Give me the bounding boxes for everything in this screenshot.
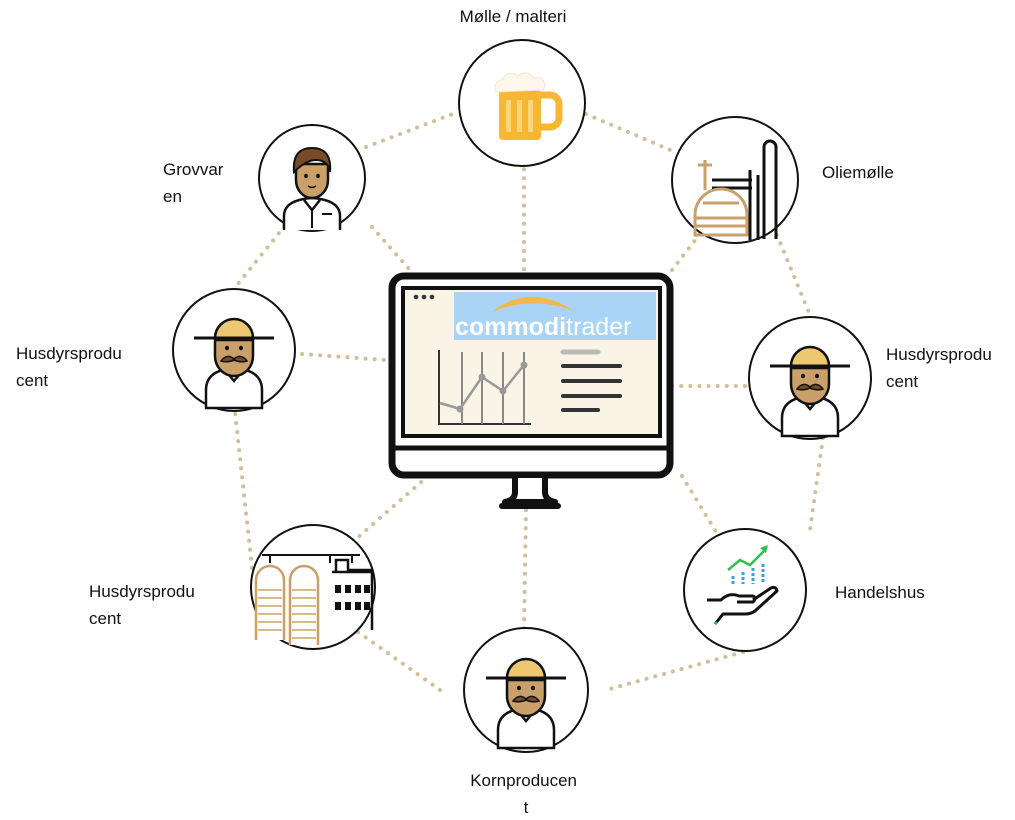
node-top-left-label: Grovvar en [163,160,228,206]
farmer-icon [194,317,274,410]
desktop-monitor-icon: commoditrader [388,272,674,509]
node-bottom-label-text: Kornproducen [470,771,577,790]
brand-name-part2: trader [566,313,631,341]
node-top [458,39,586,167]
node-bottom-left-label: Husdyrsprodu cent [89,582,200,628]
node-bottom-label-text-line-2: t [524,798,529,817]
farmer-icon [770,345,850,438]
node-bottom-left-label-text-line-2: cent [89,609,121,628]
node-top-left-label-text: Grovvar [163,160,224,179]
mini-text-lines [560,349,622,412]
node-bottom-right [683,528,807,652]
node-bottom-label: Kornproducen t [470,771,582,817]
mini-line-chart [438,350,531,425]
businessman-icon [282,146,342,230]
node-bottom-left [250,524,376,650]
brand-arc [492,296,574,312]
node-top-left [258,124,366,232]
node-bottom-right-label: Handelshus [835,583,925,602]
brand-banner [454,292,656,340]
farmer-icon [486,657,566,750]
oil-refinery-icon [693,139,778,240]
brand-name-part1: commodi [455,313,566,341]
hand-growth-chart-icon [707,545,779,625]
node-right-label-text-line-2: cent [886,372,918,391]
grain-silo-icon [254,554,374,645]
connection-lines [231,110,825,692]
node-top-right-label: Oliemølle [822,163,894,182]
node-bottom-left-label-text: Husdyrsprodu [89,582,195,601]
beer-mug-icon [494,72,563,140]
node-right-label-text: Husdyrsprodu [886,345,992,364]
node-left [172,288,296,412]
spoke-connection [300,158,752,632]
brand-name: commoditrader [455,313,631,341]
node-top-label: Mølle / malteri [460,7,567,26]
node-top-left-label-text-line-2: en [163,187,182,206]
node-right-label: Husdyrsprodu cent [886,345,997,391]
node-top-right [671,116,799,244]
node-left-label-text-line-2: cent [16,371,48,390]
window-dots [413,294,435,300]
ring-connection [231,110,825,692]
node-left-label: Husdyrsprodu cent [16,344,127,390]
node-left-label-text: Husdyrsprodu [16,344,122,363]
node-bottom [463,627,589,753]
node-right [748,316,872,440]
